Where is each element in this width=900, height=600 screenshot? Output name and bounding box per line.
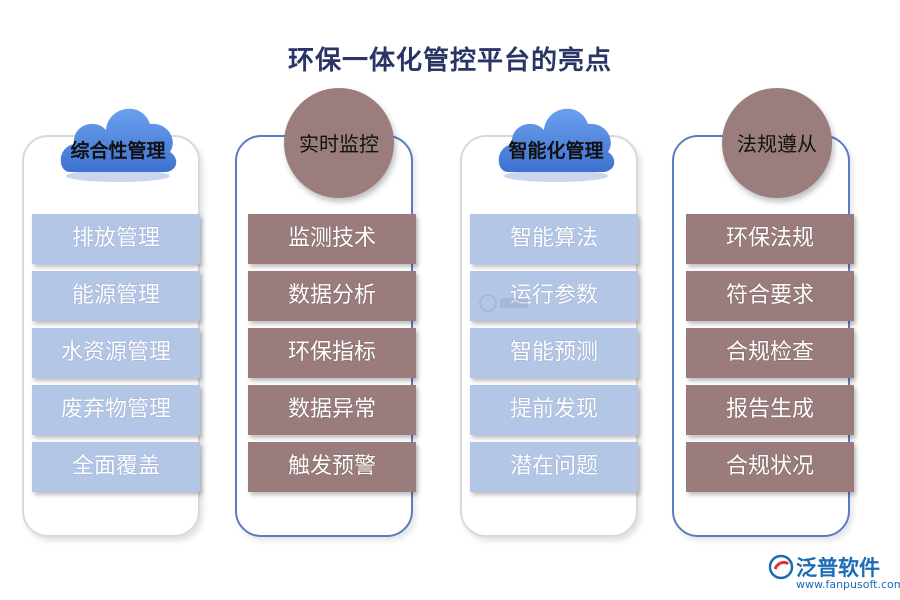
- circle-header-realtime-monitoring: 实时监控: [284, 88, 394, 198]
- brand-logo-icon: [768, 554, 794, 580]
- cloud-header-intelligent-management: 智能化管理: [494, 88, 618, 184]
- list-item: 能源管理: [32, 271, 200, 321]
- column-header-label: 法规遵从: [737, 132, 817, 156]
- list-item: 水资源管理: [32, 328, 200, 378]
- column-header-label: 综合性管理: [70, 140, 166, 162]
- list-item: 合规检查: [686, 328, 854, 378]
- circle-header-regulatory-compliance: 法规遵从: [722, 88, 832, 198]
- list-item: 运行参数: [470, 271, 638, 321]
- list-item: 潜在问题: [470, 442, 638, 492]
- diagram-title: 环保一体化管控平台的亮点: [287, 46, 612, 76]
- brand-name: 泛普软件: [796, 556, 880, 580]
- brand-url: www.fanpusoft.com: [796, 578, 900, 591]
- watermark-logo-icon: [479, 294, 528, 312]
- list-item: 提前发现: [470, 385, 638, 435]
- list-item: 数据异常: [248, 385, 416, 435]
- cloud-header-comprehensive-management: 综合性管理: [56, 88, 180, 184]
- list-item: 监测技术: [248, 214, 416, 264]
- list-item: 环保法规: [686, 214, 854, 264]
- list-item: 排放管理: [32, 214, 200, 264]
- brand-logo: 泛普软件 www.fanpusoft.com: [768, 552, 900, 594]
- list-item: 合规状况: [686, 442, 854, 492]
- list-item: 智能算法: [470, 214, 638, 264]
- list-item: 废弃物管理: [32, 385, 200, 435]
- list-item: 触发预警: [248, 442, 416, 492]
- column-header-label: 智能化管理: [508, 140, 604, 162]
- list-item: 全面覆盖: [32, 442, 200, 492]
- list-item: 智能预测: [470, 328, 638, 378]
- list-item: 符合要求: [686, 271, 854, 321]
- cloud-icon: [498, 108, 615, 182]
- list-item: 报告生成: [686, 385, 854, 435]
- column-header-label: 实时监控: [299, 132, 379, 156]
- list-item: 环保指标: [248, 328, 416, 378]
- list-item: 数据分析: [248, 271, 416, 321]
- cloud-icon: [60, 108, 177, 182]
